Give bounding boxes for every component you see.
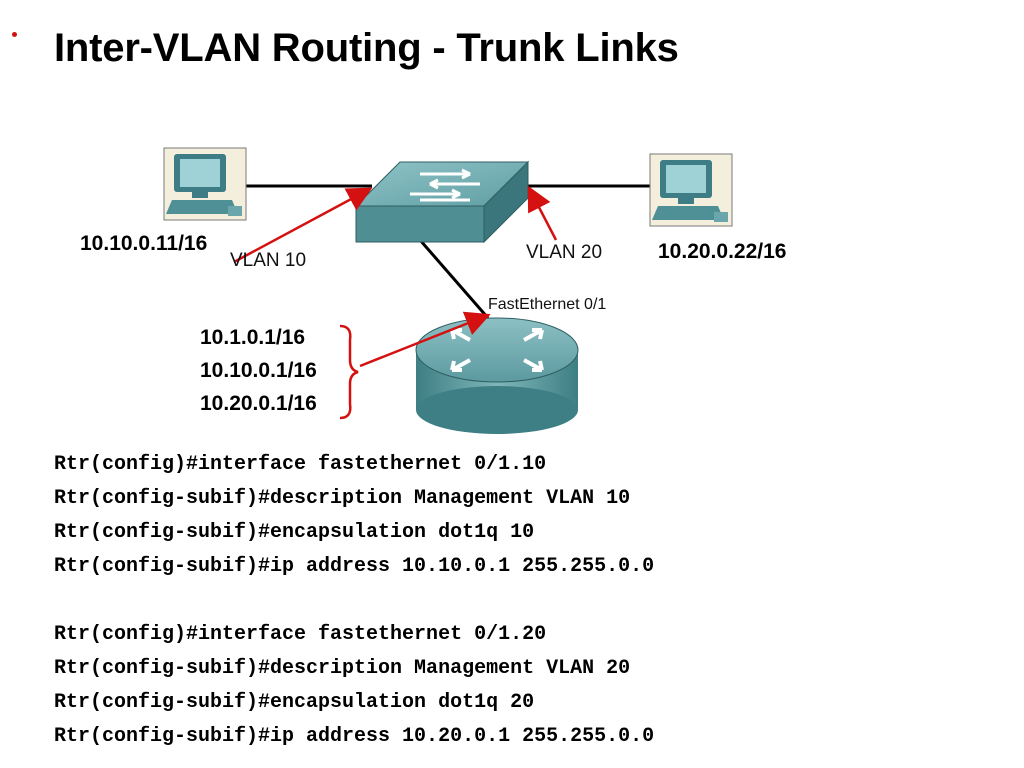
config-line: Rtr(config-subif)#ip address 10.20.0.1 2… (54, 725, 655, 748)
config-line: Rtr(config-subif)#encapsulation dot1q 20 (54, 691, 535, 714)
router-icon (415, 317, 579, 434)
bullet-dot (12, 32, 17, 37)
config-line: Rtr(config-subif)#description Management… (54, 487, 631, 510)
pc-left-ip: 10.10.0.11/16 (80, 232, 208, 255)
config-line: Rtr(config)#interface fastethernet 0/1.2… (54, 623, 547, 646)
pc-right-ip: 10.20.0.22/16 (658, 240, 787, 263)
address-brace (339, 324, 359, 420)
vlan10-label: VLAN 10 (230, 250, 307, 271)
router-interface-label: FastEthernet 0/1 (488, 296, 607, 313)
config-line: Rtr(config-subif)#description Management… (54, 657, 631, 680)
pc-right-computer-icon (649, 153, 733, 227)
config-line: Rtr(config)#interface fastethernet 0/1.1… (54, 453, 547, 476)
router-address-1: 10.1.0.1/16 (200, 326, 306, 349)
subif-arrow (359, 311, 491, 368)
network-diagram (163, 147, 733, 434)
config-line: Rtr(config-subif)#encapsulation dot1q 10 (54, 521, 535, 544)
config-line: Rtr(config-subif)#ip address 10.10.0.1 2… (54, 555, 655, 578)
router-address-3: 10.20.0.1/16 (200, 392, 317, 415)
vlan20-arrow (527, 185, 558, 241)
config-line-blank (54, 584, 654, 618)
vlan20-label: VLAN 20 (526, 242, 603, 263)
trunk-link (418, 239, 490, 319)
router-config-block: Rtr(config)#interface fastethernet 0/1.1… (54, 448, 654, 754)
slide-title: Inter-VLAN Routing - Trunk Links (54, 26, 679, 70)
vlan10-arrow (233, 187, 373, 264)
pc-left-computer-icon (163, 147, 247, 221)
router-address-2: 10.10.0.1/16 (200, 359, 317, 382)
switch-icon (354, 160, 530, 244)
